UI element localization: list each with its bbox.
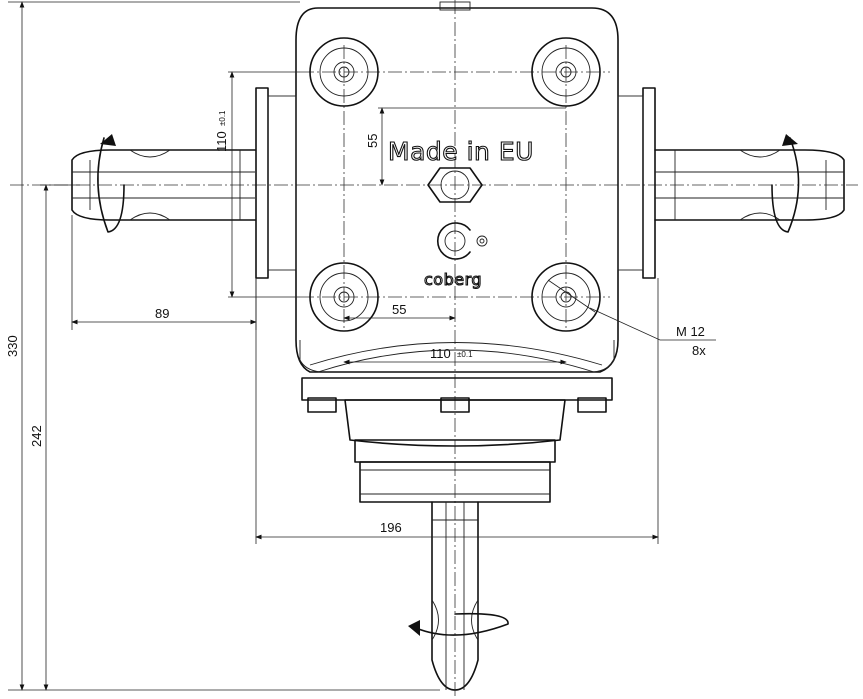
bolt-boss-bottom-right bbox=[531, 262, 601, 332]
dim-110-horizontal-label: 110 bbox=[430, 346, 451, 361]
thread-count-label: 8x bbox=[692, 343, 706, 358]
dim-110-vertical-label: 110 bbox=[214, 131, 229, 152]
dim-55-horizontal-label: 55 bbox=[392, 302, 406, 317]
bolt-boss-bottom-left bbox=[309, 262, 379, 332]
marking-text: Made in EU coberg bbox=[387, 136, 534, 289]
dimension-lines bbox=[8, 1, 716, 691]
bottom-shaft bbox=[408, 501, 509, 691]
dim-110-horizontal-tol: ±0.1 bbox=[457, 350, 473, 359]
dim-242-label: 242 bbox=[29, 425, 44, 447]
bottom-flange bbox=[301, 377, 613, 503]
dim-196-label: 196 bbox=[380, 520, 402, 535]
left-shaft bbox=[71, 87, 297, 279]
made-in-eu-label: Made in EU bbox=[388, 137, 534, 166]
dim-110-vertical-tol: ±0.1 bbox=[218, 110, 227, 126]
dimension-labels: 110 ±0.1 55 55 110 ±0.1 89 196 330 242 M… bbox=[5, 110, 706, 535]
brand-label: coberg bbox=[424, 270, 482, 289]
thread-spec-label: M 12 bbox=[676, 324, 705, 339]
coberg-logo-icon bbox=[436, 222, 488, 260]
bolt-boss-top-left bbox=[309, 37, 379, 107]
centerlines bbox=[10, 0, 858, 699]
bolt-boss-top-right bbox=[531, 37, 601, 107]
dim-89-label: 89 bbox=[155, 306, 169, 321]
dim-55-vertical-label: 55 bbox=[365, 134, 380, 148]
oil-plug-hex bbox=[427, 167, 483, 203]
dim-330-label: 330 bbox=[5, 335, 20, 357]
right-shaft bbox=[617, 87, 845, 279]
